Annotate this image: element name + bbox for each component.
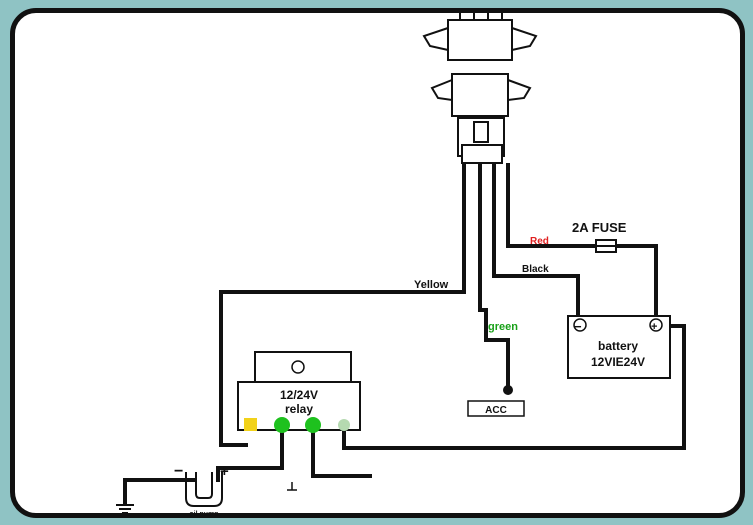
black-wire-label: Black [522,264,549,275]
green-wire-label: green [488,321,518,333]
relay-to-ground-wire [311,428,372,478]
connector-latch-right [511,26,538,52]
fuse-label: 2A FUSE [572,220,627,235]
relay-pin-green-2 [305,417,321,433]
battery-to-relay-wire [342,324,686,450]
acc-terminal-dot [503,385,513,395]
relay [237,351,361,433]
relay-voltage-label: 12/24V [280,388,318,402]
pump-to-ground-wire [123,478,196,505]
diagram-panel [10,8,745,518]
pump-plus-label: + [220,463,229,480]
fuse [595,239,617,253]
connector-assembly [422,12,538,164]
battery-voltage-label: 12VIE24V [591,355,645,369]
relay-pin-yellow [244,418,257,431]
connector-pin-block [473,121,489,143]
yellow-wire [219,163,466,447]
relay-pin-green-1 [274,417,290,433]
battery-plus-label: + [651,321,657,333]
relay-mount-hole [291,360,305,374]
connector-latch-right-2 [507,78,532,102]
connector-bottom-housing [451,73,509,117]
oil-pump [185,472,223,507]
battery-label: battery [598,339,638,353]
ground-symbol [116,504,134,514]
battery-plus-terminal [649,318,663,332]
connector-top-housing [447,19,513,61]
battery [567,315,671,379]
ground-tick [287,482,297,491]
connector-latch-left-2 [430,78,453,102]
red-wire [506,163,596,248]
acc-box [467,400,525,417]
relay-pin-pale [338,419,350,431]
battery-minus-terminal [573,318,587,332]
relay-label: relay [285,402,313,416]
acc-label: ACC [485,405,507,416]
connector-collar [461,144,503,164]
red-wire-label: Red [530,236,549,247]
black-wire [492,163,580,318]
relay-to-pump-wire [216,428,284,482]
wires [123,163,686,505]
yellow-wire-label: Yellow [414,279,449,291]
connector-latch-left [422,26,449,52]
pump-minus-label: − [174,463,183,480]
green-wire [478,163,510,388]
battery-minus-label: − [574,319,582,334]
pump-label: oil pump [189,511,218,518]
fuse-to-battery-wire [616,244,658,318]
